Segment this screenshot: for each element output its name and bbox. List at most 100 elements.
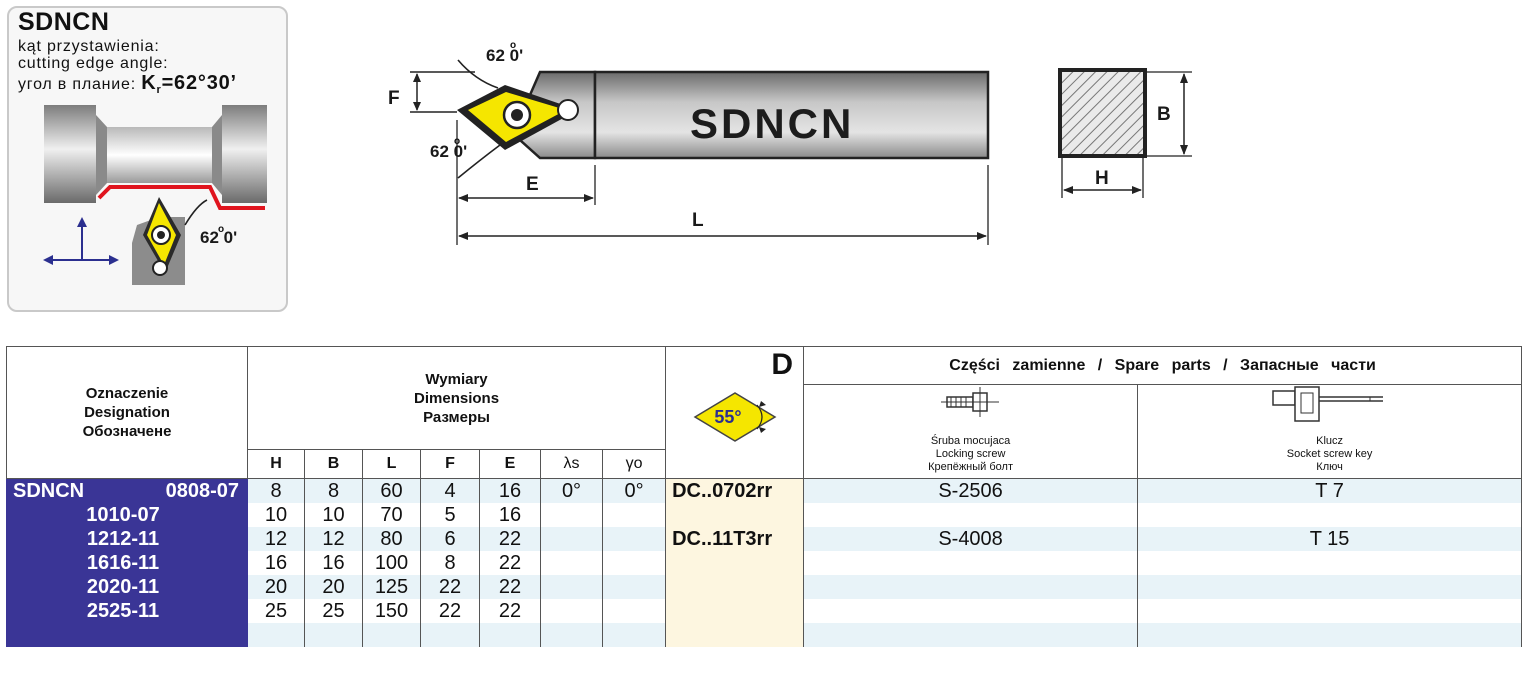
cell-lambda-s xyxy=(540,575,603,599)
cell-key: T 7 xyxy=(1137,478,1523,503)
designation-prefix: SDNCN xyxy=(13,479,85,502)
cell-gamma-o xyxy=(601,503,667,527)
kr-subscript: r xyxy=(156,84,162,97)
col-header-H: H xyxy=(247,449,305,479)
cell-B: 12 xyxy=(304,527,363,551)
cell-lambda-s xyxy=(540,527,603,551)
table-row: 2020-11 20 20 125 22 22 xyxy=(6,575,1523,599)
cell-L: 60 xyxy=(362,478,421,503)
info-label-ru-row: угол в плание: Kr=62°30’ xyxy=(18,72,237,99)
insert-angle-value: 55° xyxy=(714,407,741,427)
designation-code: 2020-11 xyxy=(6,575,248,599)
label-E: E xyxy=(526,174,539,195)
insert-angle-icon: 55° xyxy=(693,392,777,442)
hatched-section xyxy=(1058,68,1147,158)
cell-insert: DC..0702rr xyxy=(665,478,805,503)
cell-insert xyxy=(665,599,805,623)
label-F: F xyxy=(388,88,400,109)
cell-insert: DC..11T3rr xyxy=(665,527,805,551)
cell-key xyxy=(1137,599,1523,623)
angle-top-degree: o xyxy=(510,40,517,51)
cell-screw xyxy=(803,599,1139,623)
designation-code: 1616-11 xyxy=(6,551,248,575)
cell-gamma-o xyxy=(601,527,667,551)
cell-H: 10 xyxy=(247,503,305,527)
insert-header-letter: D xyxy=(771,348,794,381)
cell-screw xyxy=(803,575,1139,599)
cell-F: 5 xyxy=(420,503,480,527)
designation-empty xyxy=(6,623,248,647)
cell-key xyxy=(1137,503,1523,527)
cell-B: 25 xyxy=(304,599,363,623)
cell-H: 12 xyxy=(247,527,305,551)
table-row-empty xyxy=(6,623,1523,647)
col-header-B: B xyxy=(304,449,363,479)
cell-gamma-o xyxy=(601,599,667,623)
cell-E: 16 xyxy=(479,478,541,503)
col-header-gamma-o: γo xyxy=(601,449,667,479)
designation-code: 1212-11 xyxy=(6,527,248,551)
cell-F: 6 xyxy=(420,527,480,551)
info-label-en: cutting edge angle: xyxy=(18,55,169,72)
table-row: 1616-11 16 16 100 8 22 xyxy=(6,551,1523,575)
cell-E: 22 xyxy=(479,551,541,575)
workpiece-right-shoulder xyxy=(222,105,267,203)
cell-key xyxy=(1137,575,1523,599)
cell-key xyxy=(1137,551,1523,575)
cell-F: 8 xyxy=(420,551,480,575)
cell-B: 10 xyxy=(304,503,363,527)
cell-F: 22 xyxy=(420,599,480,623)
cell-lambda-s xyxy=(540,599,603,623)
cell-E: 22 xyxy=(479,599,541,623)
shank-cross-section xyxy=(1058,68,1192,198)
socket-key-header: Klucz Socket screw key Ключ xyxy=(1137,384,1523,479)
angle-bottom-label: 62 0' xyxy=(430,142,468,161)
designation-code: 2525-11 xyxy=(6,599,248,623)
tool-side-view xyxy=(410,59,990,245)
info-label-ru: угол в плание: xyxy=(18,76,136,93)
cell-L: 70 xyxy=(362,503,421,527)
table-row: 1010-07 10 10 70 5 16 xyxy=(6,503,1523,527)
cell-key: T 15 xyxy=(1137,527,1523,551)
cell-F: 22 xyxy=(420,575,480,599)
cell-B: 16 xyxy=(304,551,363,575)
key-icon xyxy=(1271,386,1383,422)
kr-value: =62°30’ xyxy=(161,72,237,94)
cell-H: 20 xyxy=(247,575,305,599)
screw-icon xyxy=(940,387,999,417)
spec-table: Oznaczenie Designation Обозначене Wymiar… xyxy=(6,346,1523,647)
kr-symbol: K xyxy=(141,72,157,94)
cell-E: 22 xyxy=(479,575,541,599)
cell-E: 22 xyxy=(479,527,541,551)
angle-top-label: 62 0' xyxy=(486,46,524,65)
cell-insert xyxy=(665,575,805,599)
workpiece-turned-section xyxy=(107,127,212,183)
cell-screw xyxy=(803,503,1139,527)
col-header-E: E xyxy=(479,449,541,479)
cell-lambda-s xyxy=(540,551,603,575)
cell-B: 20 xyxy=(304,575,363,599)
designation-code: 1010-07 xyxy=(6,503,248,527)
cell-lambda-s xyxy=(540,503,603,527)
designation-cell: SDNCN 0808-07 xyxy=(6,478,248,503)
cut-profile-line xyxy=(97,185,265,210)
cell-H: 8 xyxy=(247,478,305,503)
info-angle-label: 62 0' xyxy=(200,228,238,247)
cell-F: 4 xyxy=(420,478,480,503)
designation-code: 0808-07 xyxy=(165,479,239,502)
col-header-lambda-s: λs xyxy=(540,449,603,479)
insert-header: D 55° xyxy=(665,346,805,479)
cell-gamma-o xyxy=(601,551,667,575)
cell-E: 16 xyxy=(479,503,541,527)
cell-L: 80 xyxy=(362,527,421,551)
table-row: SDNCN 0808-07 8 8 60 4 16 0° 0° DC..0702… xyxy=(6,478,1523,503)
cell-lambda-s: 0° xyxy=(540,478,603,503)
info-angle-degree: o xyxy=(218,224,225,235)
cell-insert xyxy=(665,503,805,527)
cell-L: 125 xyxy=(362,575,421,599)
cell-screw: S-2506 xyxy=(803,478,1139,503)
locking-screw-header: Śruba mocujaca Locking screw Крепёжный б… xyxy=(803,384,1139,479)
dimensions-header: Wymiary Dimensions Размеры xyxy=(246,346,667,450)
info-tool-illustration xyxy=(43,105,267,285)
drawing-tool-name: SDNCN xyxy=(690,100,855,147)
